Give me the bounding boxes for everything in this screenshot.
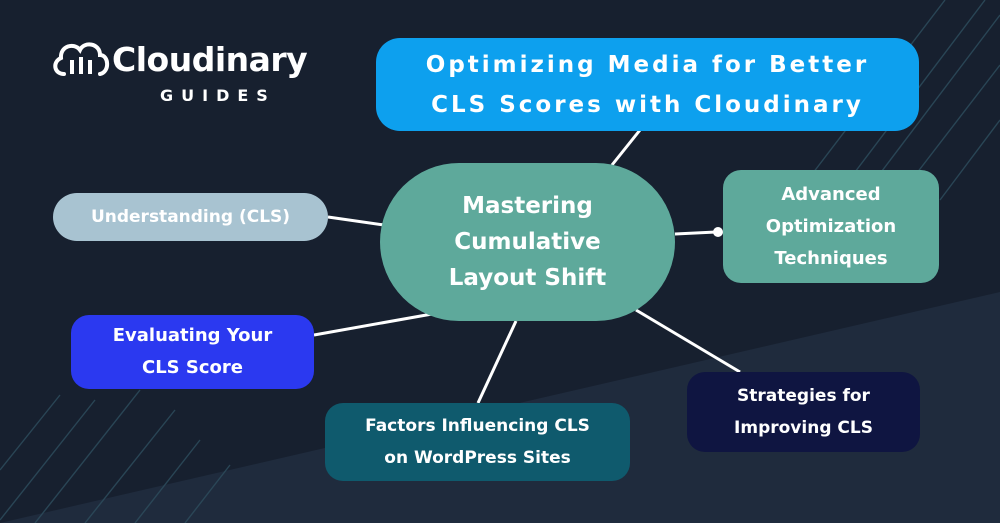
node-evaluating-cls-score[interactable]: Evaluating Your CLS Score [71,315,314,389]
connector-strategies [635,308,741,374]
cloudinary-logo[interactable]: Cloudinary GUIDES [52,36,308,106]
node-center-mastering-cls[interactable]: Mastering Cumulative Layout Shift [380,163,675,321]
brand-subtitle: GUIDES [160,86,276,105]
connector-left [327,215,385,227]
connector-factors [476,320,518,404]
node-understanding-label: Understanding (CLS) [90,207,291,227]
node-factors-label: Factors Influencing CLS on WordPress Sit… [365,416,590,468]
brand-name: Cloudinary [112,40,308,79]
connector-evaluating [313,312,433,337]
connector-top [610,129,642,166]
connector-lines [313,129,741,404]
node-center-label: Mastering Cumulative Layout Shift [448,193,607,291]
node-understanding-cls[interactable]: Understanding (CLS) [53,193,328,241]
node-factors-wordpress[interactable]: Factors Influencing CLS on WordPress Sit… [325,403,630,481]
connector-right [674,230,717,236]
cloud-logo-icon [53,42,110,76]
connector-dot [713,227,723,237]
node-advanced-optimization[interactable]: Advanced Optimization Techniques [723,170,939,283]
node-optimizing-media-label: Optimizing Media for Better CLS Scores w… [425,51,870,118]
node-evaluating-label: Evaluating Your CLS Score [112,325,273,378]
node-strategies-improving[interactable]: Strategies for Improving CLS [687,372,920,452]
node-advanced-label: Advanced Optimization Techniques [765,183,897,269]
node-optimizing-media[interactable]: Optimizing Media for Better CLS Scores w… [376,38,919,131]
node-strategies-label: Strategies for Improving CLS [734,386,873,438]
